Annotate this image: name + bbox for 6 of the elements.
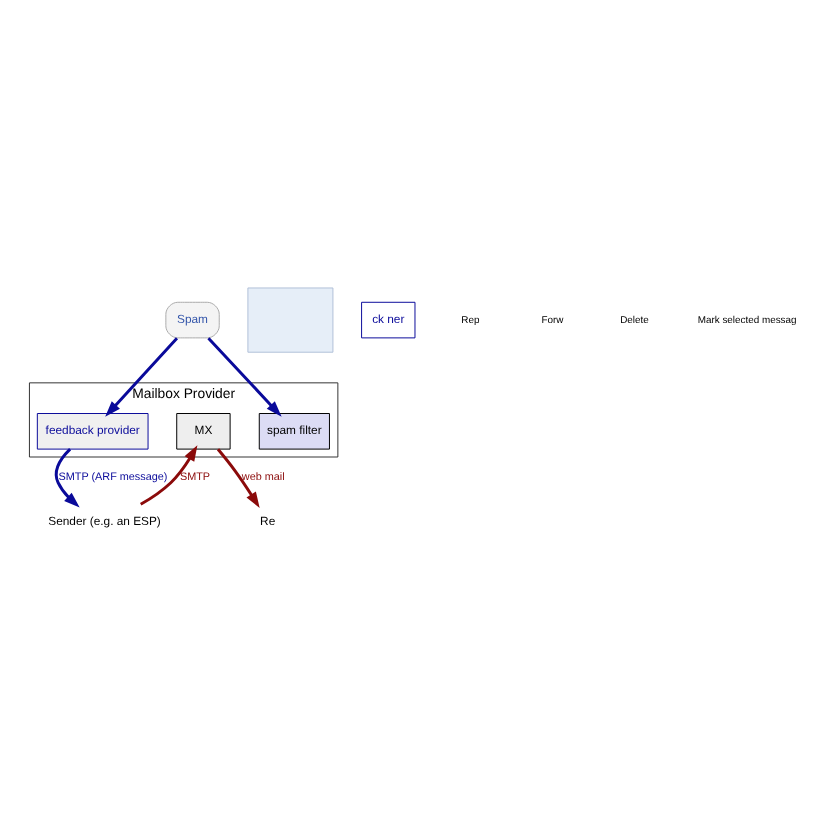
arrow bbox=[105, 336, 179, 416]
arrow bbox=[54, 447, 80, 507]
arrow bbox=[139, 444, 198, 505]
arrow bbox=[216, 447, 260, 507]
arrow bbox=[207, 336, 282, 416]
node-box bbox=[247, 286, 334, 352]
